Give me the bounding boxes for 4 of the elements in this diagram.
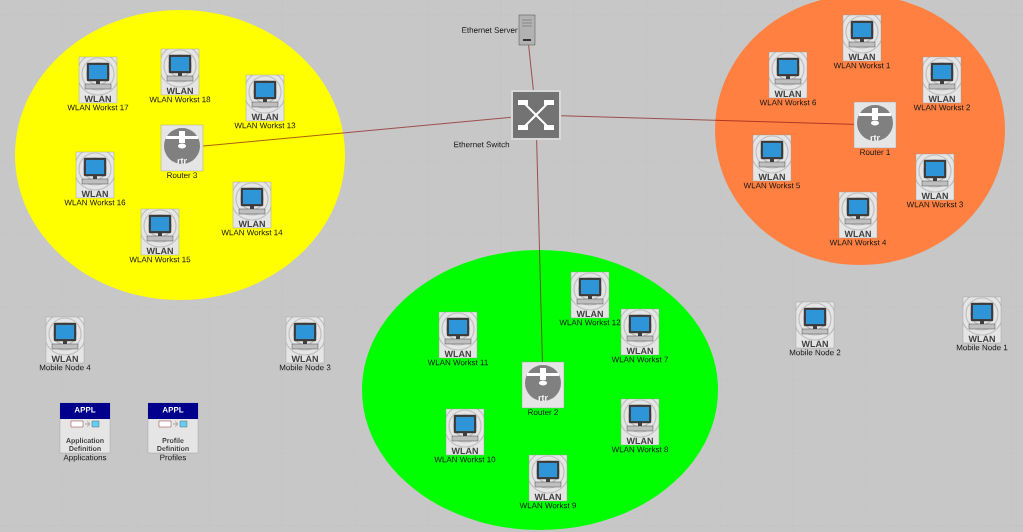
link-line <box>202 117 512 147</box>
link-line <box>536 139 543 363</box>
link-line <box>528 44 534 91</box>
link-line <box>560 115 855 125</box>
